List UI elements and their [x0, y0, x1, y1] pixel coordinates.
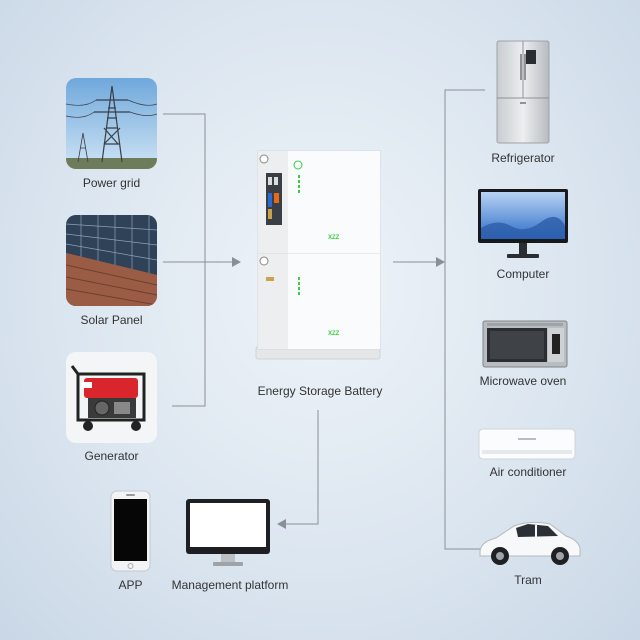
power-grid-label: Power grid	[82, 176, 141, 190]
management-platform-label: Management platform	[171, 578, 289, 592]
arrow-to-battery	[232, 257, 241, 267]
app-phone-image	[110, 490, 151, 572]
microwave-image	[482, 320, 568, 368]
app-label: APP	[118, 578, 143, 592]
energy-storage-battery: XZZ XZZ	[252, 147, 384, 361]
arrow-to-loads	[436, 257, 445, 267]
microwave-label: Microwave oven	[479, 374, 567, 388]
generator-image	[66, 352, 157, 443]
refrigerator-image	[496, 40, 550, 144]
solar-panel-label: Solar Panel	[80, 313, 143, 327]
loads-bus	[444, 89, 485, 550]
tram-image	[474, 518, 584, 568]
battery-brand-mark-bottom: XZZ	[328, 331, 340, 337]
management-platform-monitor-image	[185, 498, 271, 568]
air-conditioner-image	[478, 428, 576, 462]
grid-connector	[163, 113, 206, 407]
battery-brand-mark-top: XZZ	[328, 235, 340, 241]
generator-label: Generator	[84, 449, 139, 463]
computer-label: Computer	[496, 267, 550, 281]
air-conditioner-label: Air conditioner	[489, 465, 567, 479]
refrigerator-label: Refrigerator	[491, 151, 555, 165]
arrow-to-platform	[277, 519, 286, 529]
power-grid-image	[66, 78, 157, 169]
monitor-connector	[286, 410, 319, 525]
tram-label: Tram	[514, 573, 542, 587]
computer-image	[477, 188, 569, 260]
battery-label: Energy Storage Battery	[257, 384, 383, 398]
solar-panel-image	[66, 215, 157, 306]
